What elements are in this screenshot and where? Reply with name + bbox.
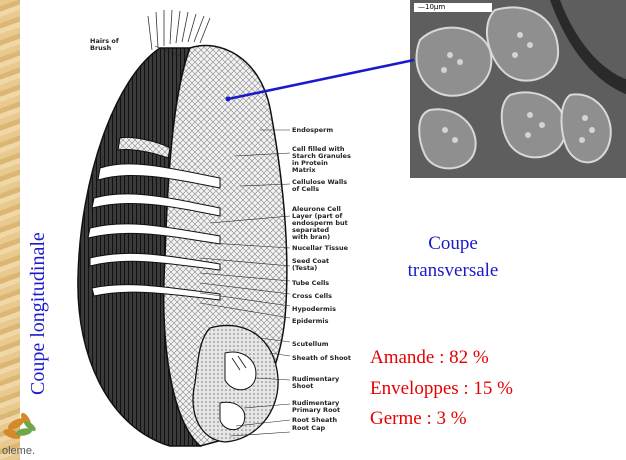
label-rudimentary-primary-root: Rudimentary Primary Root xyxy=(292,400,340,414)
label-sheath-of-shoot: Sheath of Shoot xyxy=(292,355,351,362)
composition-amande: Amande : 82 % xyxy=(370,347,489,369)
composition-germe: Germe : 3 % xyxy=(370,408,467,430)
label-cross-cells: Cross Cells xyxy=(292,293,332,300)
decorative-side-strip xyxy=(0,0,20,460)
label-aleurone-layer: Aleurone Cell Layer (part of endosperm b… xyxy=(292,206,348,241)
label-rudimentary-shoot: Rudimentary Shoot xyxy=(292,376,339,390)
label-nucellar-tissue: Nucellar Tissue xyxy=(292,245,348,252)
label-endosperm: Endosperm xyxy=(292,127,333,134)
label-root-cap: Root Cap xyxy=(292,425,325,432)
label-scutellum: Scutellum xyxy=(292,341,329,348)
logo-text: oleme. xyxy=(2,445,35,457)
label-seed-coat: Seed Coat (Testa) xyxy=(292,258,329,272)
label-hypodermis: Hypodermis xyxy=(292,306,336,313)
composition-enveloppes: Enveloppes : 15 % xyxy=(370,378,513,400)
longitudinal-section-label: Coupe longitudinale xyxy=(27,232,50,395)
label-epidermis: Epidermis xyxy=(292,318,328,325)
label-starch-cells: Cell filled with Starch Granules in Prot… xyxy=(292,146,351,174)
label-cellulose-walls: Cellulose Walls of Cells xyxy=(292,179,347,193)
micrograph-scale-bar: —10µm xyxy=(418,3,445,11)
sem-micrograph-image: —10µm xyxy=(410,0,626,178)
label-hairs-of-brush: Hairs of Brush xyxy=(90,38,119,52)
transverse-section-label: Coupe transversale xyxy=(383,230,523,284)
label-root-sheath: Root Sheath xyxy=(292,417,337,424)
label-tube-cells: Tube Cells xyxy=(292,280,329,287)
